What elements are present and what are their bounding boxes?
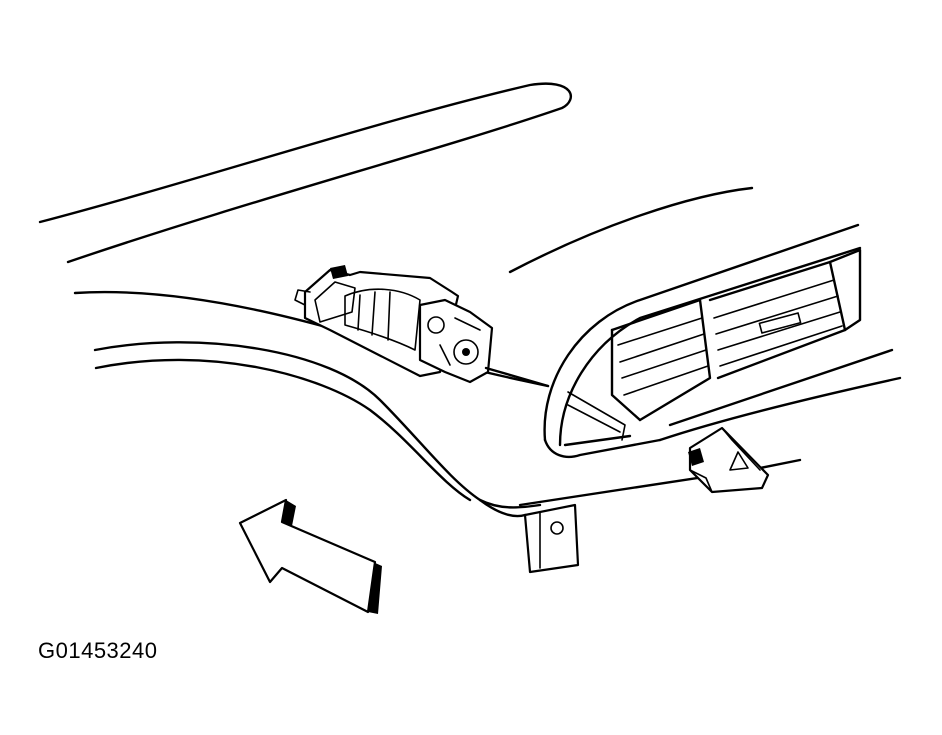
direction-arrow-icon	[238, 498, 382, 614]
air-vent-icon	[543, 223, 902, 459]
mounting-bracket-icon	[523, 503, 580, 574]
figure-id-label: G01453240	[38, 638, 158, 663]
hazard-switch-icon	[688, 426, 770, 494]
switch-module-icon	[294, 265, 550, 388]
